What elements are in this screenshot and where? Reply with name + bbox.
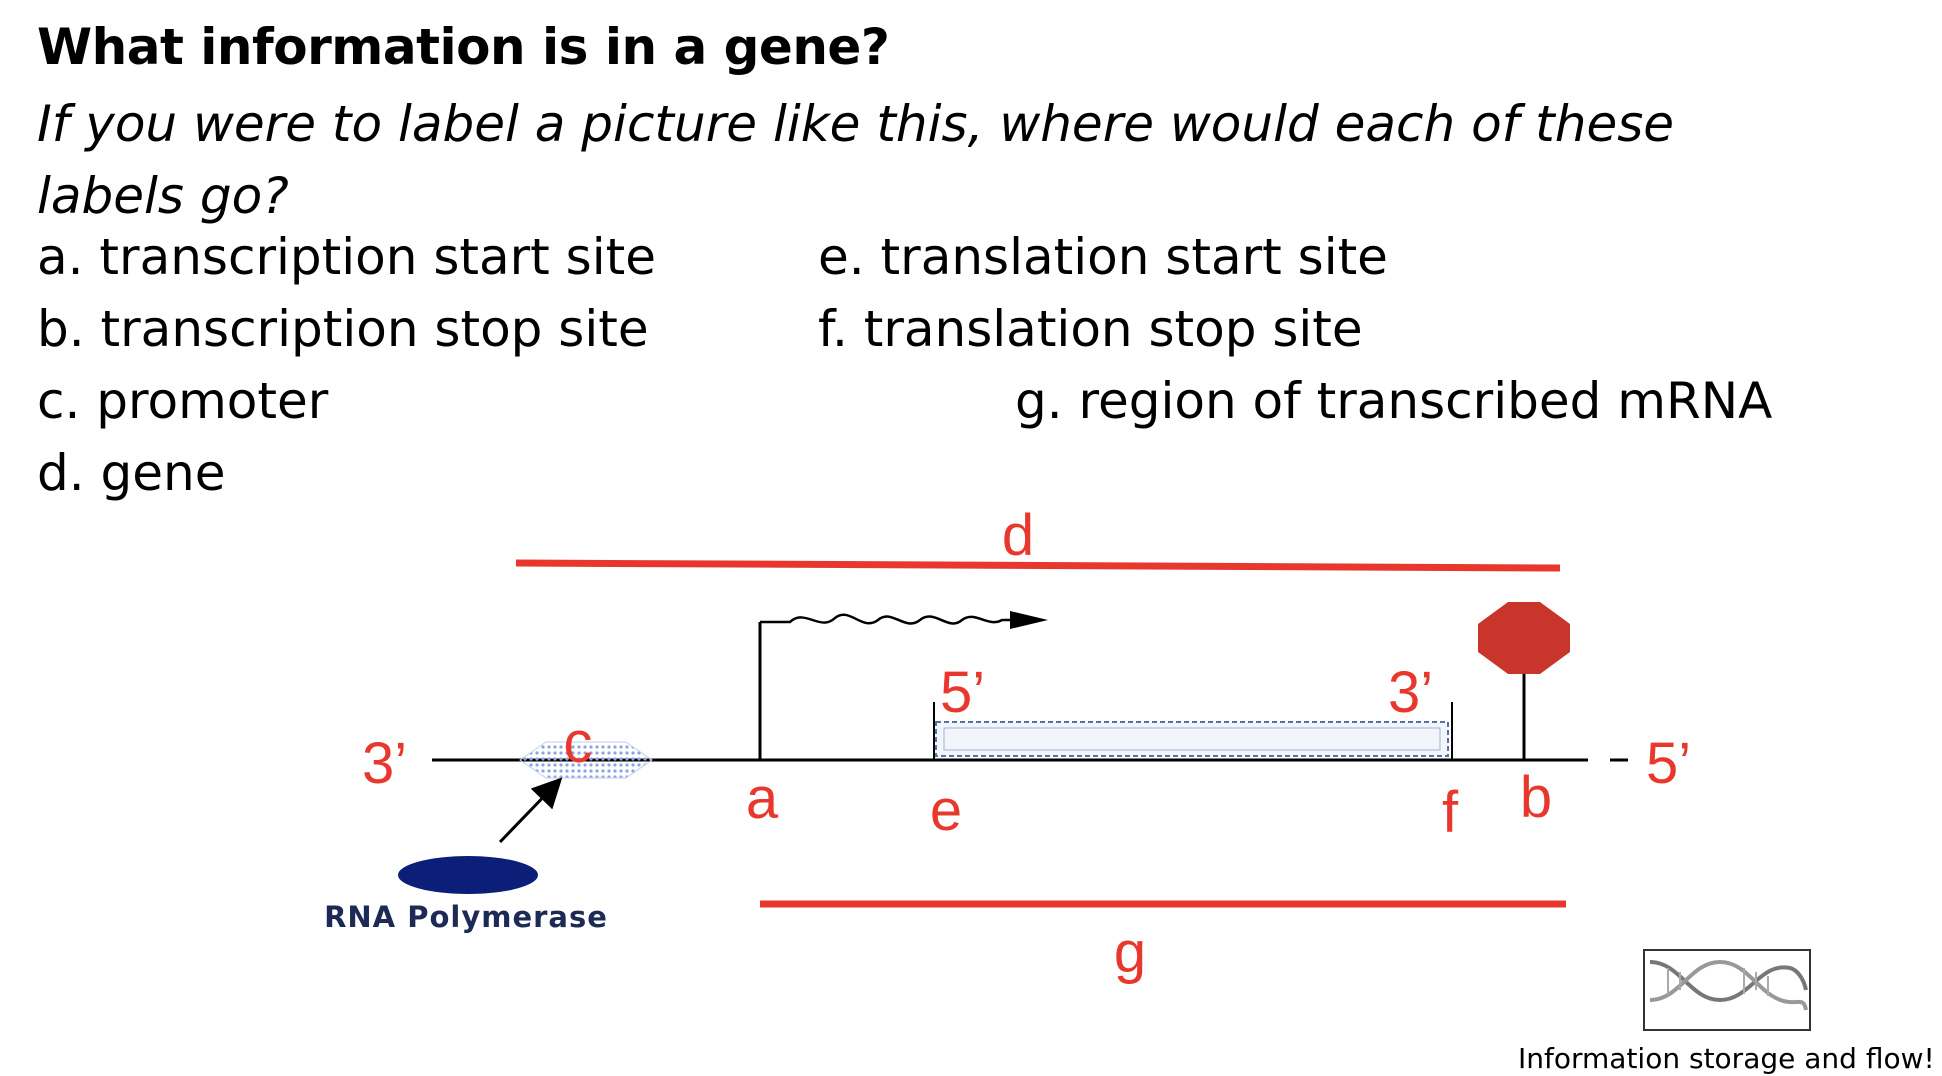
option-d: d. gene [37,444,226,502]
label-d: d [1002,503,1034,568]
option-g: g. region of transcribed mRNA [1015,372,1773,430]
polymerase-label: RNA Polymerase [324,900,608,934]
strand-3prime-left: 3’ [362,731,407,796]
page-subtitle: If you were to label a picture like this… [37,95,1675,225]
coding-region [935,721,1449,757]
option-b: b. transcription stop site [37,300,649,358]
label-b: b [1520,765,1552,830]
option-c: c. promoter [37,372,329,430]
option-a: a. transcription start site [37,228,656,286]
label-a: a [746,766,779,831]
stop-sign-icon [1478,602,1570,674]
transcript-wave [760,613,1010,625]
polymerase-arrow [498,777,563,844]
dna-helix-icon [1643,949,1811,1031]
transcript-arrow-icon [1010,611,1048,629]
mrna-3prime-label: 3’ [1388,660,1433,725]
label-e: e [930,778,962,843]
label-f: f [1442,780,1459,845]
gene-bar [515,559,1561,572]
page-title: What information is in a gene? [37,18,890,76]
mrna-5prime-label: 5’ [940,660,985,725]
strand-5prime-right: 5’ [1646,731,1691,796]
label-g: g [1114,920,1146,985]
option-e: e. translation start site [818,228,1388,286]
footer-caption: Information storage and flow! [1518,1042,1935,1075]
label-c: c [564,710,593,775]
rna-polymerase [398,856,538,894]
option-f: f. translation stop site [818,300,1363,358]
